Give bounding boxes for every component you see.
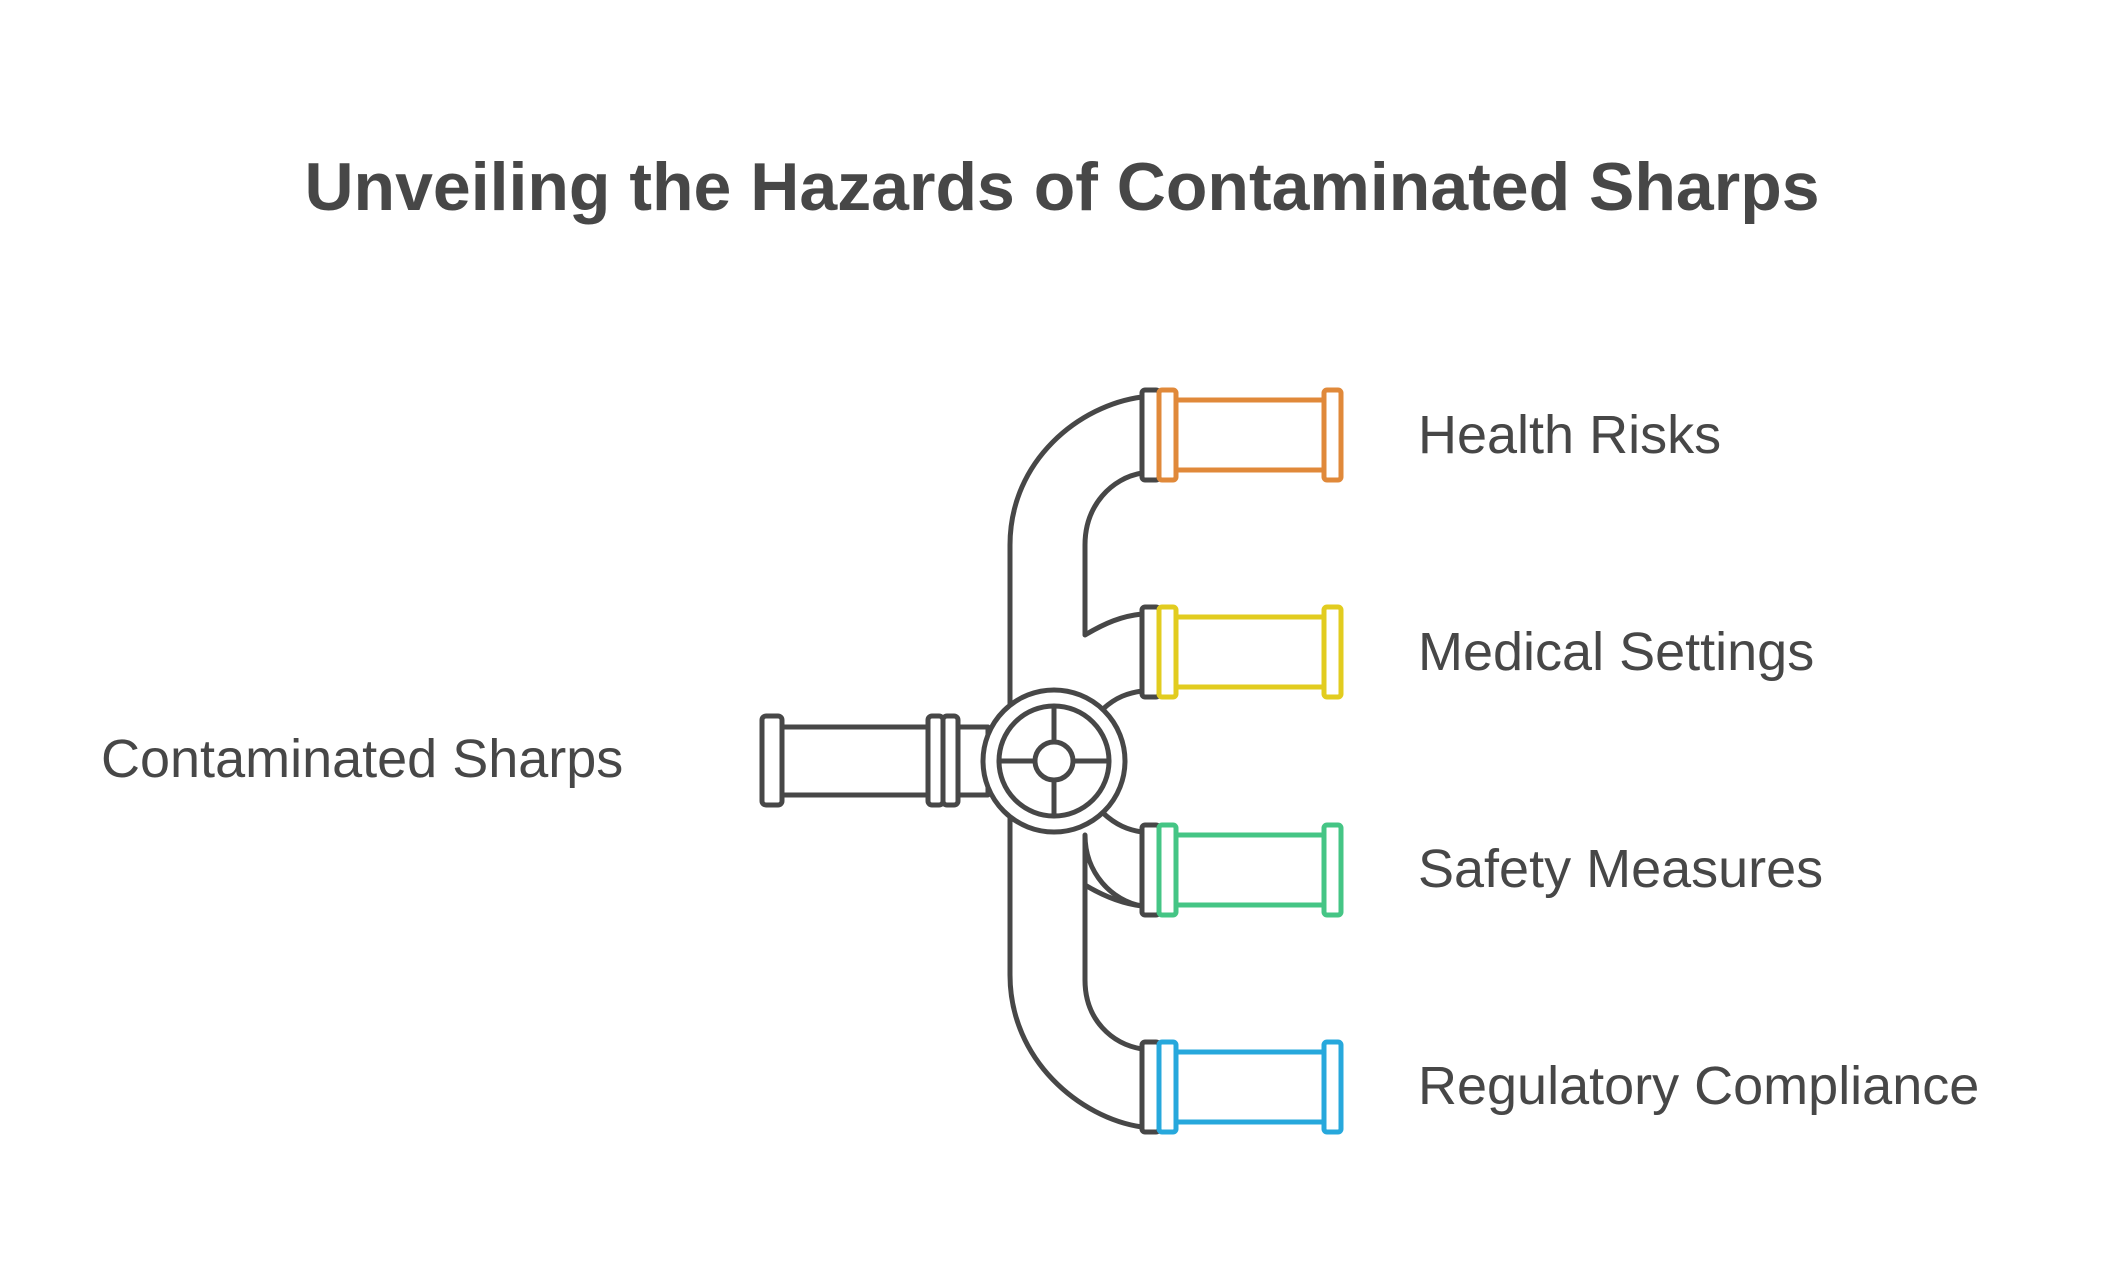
page-title: Unveiling the Hazards of Contaminated Sh… bbox=[304, 149, 1820, 225]
pipe-inner-bottom-b bbox=[1082, 882, 1145, 1052]
pipe-inner-top bbox=[1082, 470, 1145, 638]
branch-pipe-regulatory-compliance bbox=[1139, 1039, 1344, 1135]
source-label: Contaminated Sharps bbox=[101, 729, 624, 789]
branch-pipe-medical-settings bbox=[1139, 604, 1344, 700]
source-pipe-cap bbox=[759, 713, 785, 808]
pipe-inner-low bbox=[1082, 882, 1145, 909]
branch-pipe-health-risks bbox=[1139, 387, 1344, 483]
branch-label-regulatory-compliance: Regulatory Compliance bbox=[1418, 1056, 1980, 1116]
pipe-connector-lower bbox=[1100, 810, 1145, 835]
pipe-connector-upper bbox=[1100, 688, 1145, 712]
pipe-inner-bottom bbox=[1082, 832, 1145, 909]
branch-label-medical-settings: Medical Settings bbox=[1418, 622, 1815, 682]
branch-label-health-risks: Health Risks bbox=[1418, 405, 1722, 465]
valve-hub bbox=[1032, 739, 1076, 783]
branch-label-safety-measures: Safety Measures bbox=[1418, 839, 1824, 899]
source-pipe-body bbox=[779, 724, 931, 798]
branch-pipe-safety-measures bbox=[1139, 822, 1344, 918]
